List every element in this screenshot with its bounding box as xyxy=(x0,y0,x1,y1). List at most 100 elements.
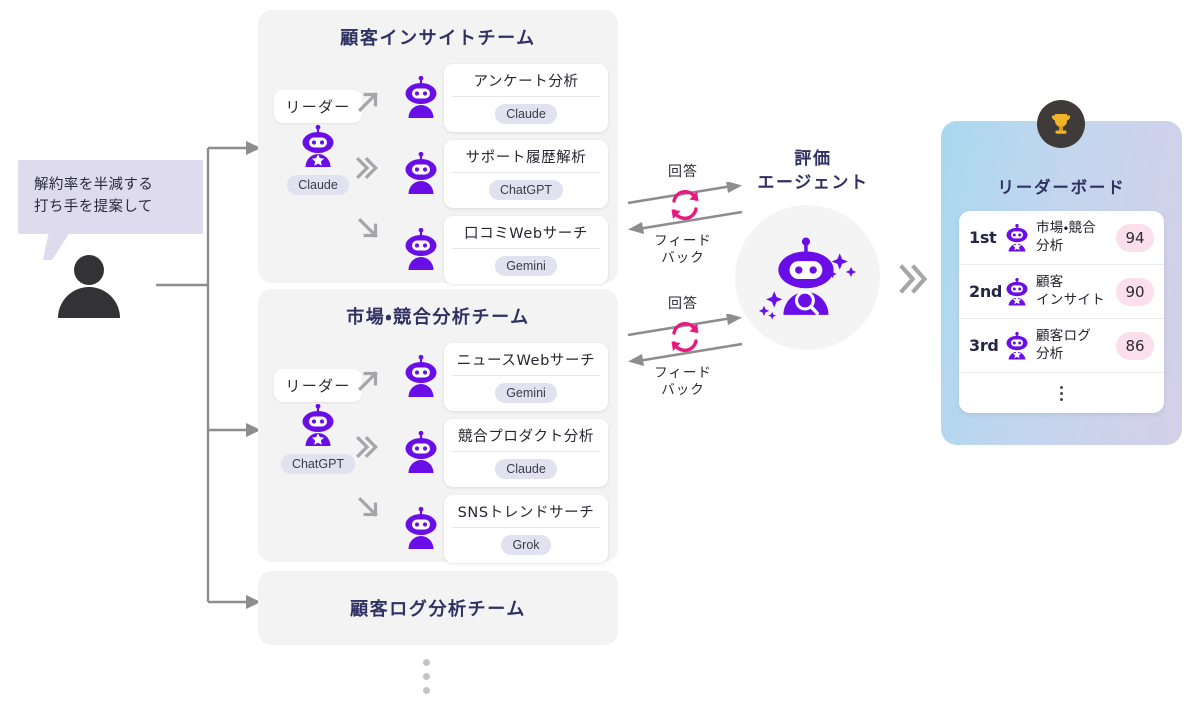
rank-text: 1st xyxy=(969,228,997,247)
team-name: 市場・競合 分析 xyxy=(1031,220,1116,255)
team-name-line-1: 市場・競合 xyxy=(1036,219,1097,236)
team-name: 顧客ログ 分析 xyxy=(1031,328,1116,363)
team-robot-icon xyxy=(1003,331,1031,360)
eval-title-line-1: 評価 xyxy=(794,149,832,169)
robot-magnifier-sparkles-icon xyxy=(758,235,858,321)
chevron-double-right-icon xyxy=(356,436,378,458)
score-badge: 90 xyxy=(1116,277,1154,306)
task-name: サポート履歴解析 xyxy=(452,146,600,173)
prompt-line-1: 解約率を半減する xyxy=(34,177,154,193)
task-card[interactable]: ニュースWebサーチ Gemini xyxy=(444,343,608,411)
leader-label: リーダー xyxy=(274,90,362,123)
leader-label: リーダー xyxy=(274,369,362,402)
team-leader[interactable]: リーダー Claude xyxy=(270,90,366,195)
team-name-line-2: 分析 xyxy=(1036,345,1064,362)
task-name: SNSトレンドサーチ xyxy=(452,501,600,528)
worker-robot-icon xyxy=(398,152,444,196)
worker-row[interactable]: アンケート分析 Claude xyxy=(398,62,608,134)
task-model-pill: Gemini xyxy=(495,383,557,403)
vertical-ellipsis-icon xyxy=(1060,385,1063,401)
team-name-line-1: 顧客ログ xyxy=(1036,327,1092,344)
dot xyxy=(423,673,430,680)
team-name-line-2: 分析 xyxy=(1036,237,1064,254)
leaderboard-title: リーダーボード xyxy=(997,178,1126,197)
task-model-pill: ChatGPT xyxy=(488,180,564,200)
rank-label: 2nd xyxy=(969,282,1003,301)
loop-feedback-label: フィード バック xyxy=(636,233,730,267)
team-robot-icon xyxy=(1003,223,1031,252)
task-model-pill: Claude xyxy=(495,459,557,479)
loop-feedback-label: フィード バック xyxy=(636,365,730,399)
trophy-icon xyxy=(1051,114,1071,134)
more-teams-indicator xyxy=(423,659,430,694)
feedback-line-1: フィード xyxy=(654,365,712,381)
dot xyxy=(423,659,430,666)
leaderboard-panel[interactable]: リーダーボード 1st 市場・競合 分析 94 xyxy=(941,121,1182,445)
task-name: 口コミWebサーチ xyxy=(452,222,600,249)
task-card[interactable]: 競合プロダクト分析 Claude xyxy=(444,419,608,487)
dot xyxy=(1060,397,1063,401)
chevron-up-right-icon xyxy=(358,371,378,391)
avatar-head-icon xyxy=(74,255,104,285)
team-panel-customer-log[interactable]: 顧客ログ分析チーム xyxy=(258,571,618,645)
team-panel-market-competitor[interactable]: 市場・競合分析チーム リーダー ChatGPT ニュースWebサーチ Gemin… xyxy=(258,289,618,565)
task-card[interactable]: アンケート分析 Claude xyxy=(444,64,608,132)
task-model-pill: Claude xyxy=(495,104,557,124)
trophy-badge xyxy=(1037,100,1085,148)
team-name: 顧客 インサイト xyxy=(1031,274,1116,309)
leader-robot-icon xyxy=(270,123,366,174)
task-name: 競合プロダクト分析 xyxy=(452,425,600,452)
team-panel-customer-insight[interactable]: 顧客インサイトチーム リーダー Claude アンケート分析 Claude xyxy=(258,10,618,286)
user-prompt-block: 解約率を半減する 打ち手を提案して xyxy=(18,160,203,260)
dot xyxy=(1060,391,1063,395)
leaderboard-row[interactable]: 2nd 顧客 インサイト 90 xyxy=(959,265,1164,319)
task-card[interactable]: 口コミWebサーチ Gemini xyxy=(444,216,608,284)
task-model-pill: Gemini xyxy=(495,256,557,276)
team-leader[interactable]: リーダー ChatGPT xyxy=(270,369,366,474)
score-badge: 94 xyxy=(1116,223,1154,252)
refresh-loop-icon xyxy=(671,189,699,221)
user-avatar xyxy=(58,255,120,318)
rank-label: 1st xyxy=(969,225,1003,247)
team-title: 市場・競合分析チーム xyxy=(346,307,530,328)
user-to-teams-connector xyxy=(156,141,261,609)
worker-robot-icon xyxy=(398,355,444,399)
worker-row[interactable]: 口コミWebサーチ Gemini xyxy=(398,214,608,286)
chevron-double-right-icon xyxy=(356,157,378,179)
leader-model-pill: ChatGPT xyxy=(280,454,356,474)
worker-row[interactable]: SNSトレンドサーチ Grok xyxy=(398,493,608,565)
chevron-double-right-icon xyxy=(899,264,928,294)
refresh-loop-icon xyxy=(671,321,699,353)
worker-robot-icon xyxy=(398,431,444,475)
rank-label: 3rd xyxy=(969,336,1003,355)
worker-robot-icon xyxy=(398,507,444,551)
task-card[interactable]: SNSトレンドサーチ Grok xyxy=(444,495,608,563)
feedback-line-2: バック xyxy=(661,381,705,398)
worker-row[interactable]: ニュースWebサーチ Gemini xyxy=(398,341,608,413)
leaderboard-row[interactable]: 1st 市場・競合 分析 94 xyxy=(959,211,1164,265)
team-name-line-2: インサイト xyxy=(1036,291,1105,308)
chevron-down-right-icon xyxy=(358,497,378,517)
feedback-line-2: バック xyxy=(661,249,705,266)
worker-row[interactable]: サポート履歴解析 ChatGPT xyxy=(398,138,608,210)
worker-row[interactable]: 競合プロダクト分析 Claude xyxy=(398,417,608,489)
eval-agent-badge[interactable] xyxy=(735,205,880,350)
team-title: 顧客インサイトチーム xyxy=(340,28,536,49)
loop-answer-label: 回答 xyxy=(668,296,698,312)
rank-text: 2nd xyxy=(969,282,1003,301)
team-title: 顧客ログ分析チーム xyxy=(350,599,526,620)
task-card[interactable]: サポート履歴解析 ChatGPT xyxy=(444,140,608,208)
task-name: ニュースWebサーチ xyxy=(452,349,600,376)
eval-agent-title: 評価 エージェント xyxy=(718,148,908,196)
chevron-up-right-icon xyxy=(358,92,378,112)
eval-title-line-2: エージェント xyxy=(757,172,869,193)
leader-robot-icon xyxy=(270,402,366,453)
task-model-pill: Grok xyxy=(501,535,551,555)
worker-robot-icon xyxy=(398,76,444,120)
worker-robot-icon xyxy=(398,228,444,272)
leader-model-pill: Claude xyxy=(287,175,349,195)
leaderboard-row[interactable]: 3rd 顧客ログ 分析 86 xyxy=(959,319,1164,373)
leaderboard-more-indicator[interactable] xyxy=(959,373,1164,413)
task-name: アンケート分析 xyxy=(452,70,600,97)
